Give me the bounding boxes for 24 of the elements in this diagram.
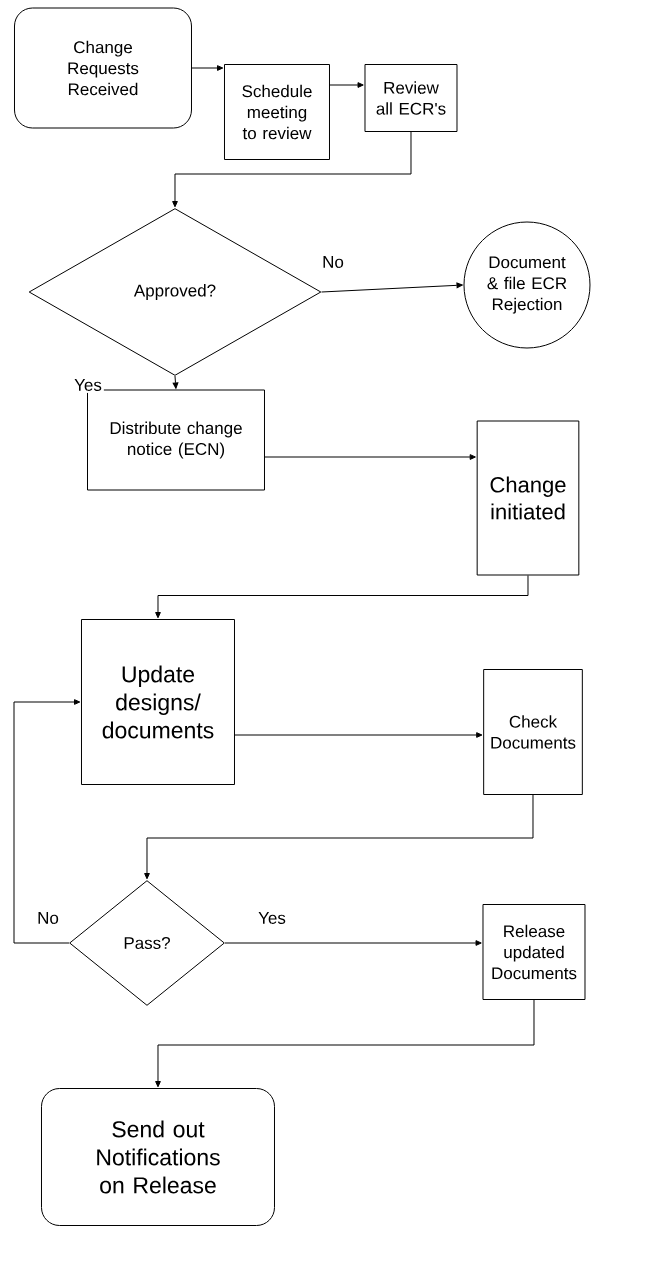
arrow: [329, 82, 364, 88]
edge-label: No: [35, 910, 61, 926]
arrow: [13, 699, 81, 944]
terminal-box: Send out Notifications on Release: [41, 1088, 275, 1226]
arrow: [144, 794, 534, 880]
terminal-box: Change Requests Received: [14, 7, 192, 129]
arrow: [224, 940, 482, 946]
arrow: [234, 732, 483, 738]
arrow: [172, 375, 179, 389]
process-box: Schedule meeting to review: [224, 64, 330, 160]
process-box: Update designs/ documents: [81, 619, 235, 785]
process-box: Change initiated: [476, 420, 580, 576]
arrow: [191, 65, 224, 71]
edge-label: Yes: [256, 910, 288, 926]
arrow: [172, 131, 412, 208]
arrow: [264, 454, 476, 460]
process-box: Check Documents: [483, 669, 583, 795]
process-box: Release updated Documents: [482, 904, 586, 1000]
edge-label: Yes: [72, 377, 104, 393]
process-box: Review all ECR's: [364, 64, 458, 132]
arrow: [155, 575, 529, 619]
arrow: [321, 282, 463, 293]
edge-label: No: [320, 254, 346, 270]
arrow: [155, 999, 535, 1088]
